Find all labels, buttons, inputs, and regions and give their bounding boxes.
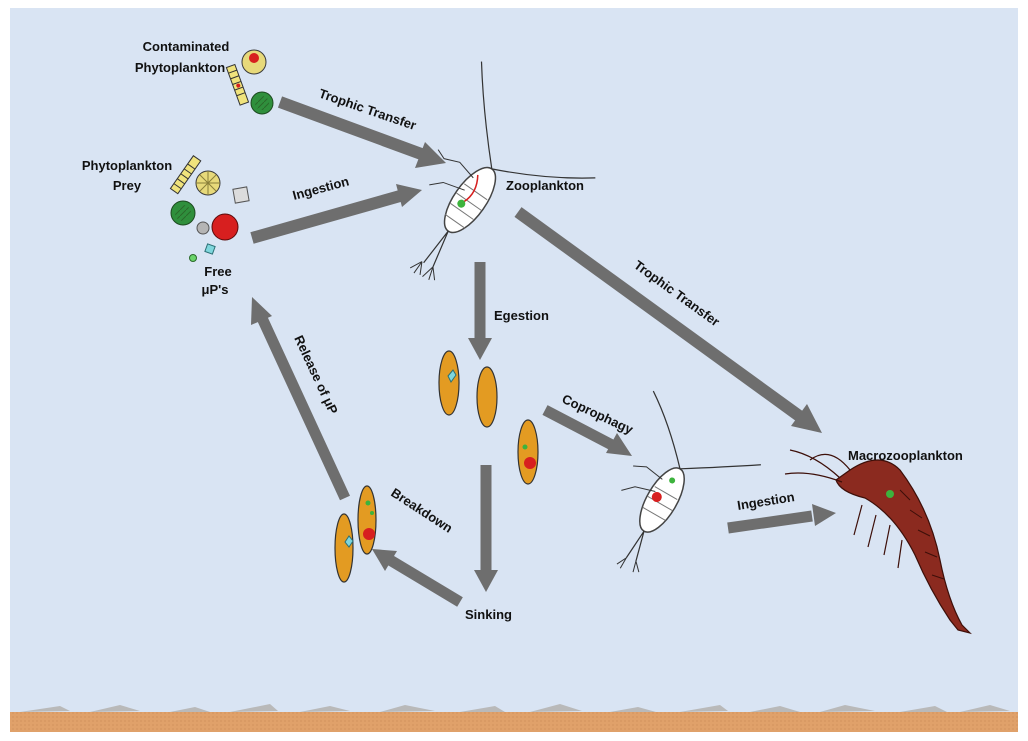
breaking-pellet-1-icon [335, 514, 353, 582]
water-background [10, 8, 1018, 730]
label-sinking: Sinking [465, 607, 512, 622]
fecal-pellet-3-icon [518, 420, 538, 484]
label-phytoplankton-prey-line1: Phytoplankton [82, 158, 172, 173]
label-macrozooplankton: Macrozooplankton [848, 448, 963, 463]
label-free-microplastics-line2: μP's [202, 282, 229, 297]
microplastic-green-bead-icon [190, 255, 197, 262]
label-contaminated-phytoplankton-line1: Contaminated [143, 39, 230, 54]
label-arrow-egestion: Egestion [494, 308, 549, 323]
fecal-pellet-1-icon [439, 351, 459, 415]
microplastic-grey-square-icon [233, 187, 249, 203]
fecal-pellet-2-icon [477, 367, 497, 427]
microplastic-grey-bead-icon [197, 222, 209, 234]
microplastic-red-bead-icon [212, 214, 238, 240]
label-contaminated-phytoplankton-line2: Phytoplankton [135, 60, 225, 75]
label-phytoplankton-prey-line2: Prey [113, 178, 142, 193]
breaking-pellet-2-icon [358, 486, 376, 554]
label-free-microplastics-line1: Free [204, 264, 231, 279]
label-zooplankton: Zooplankton [506, 178, 584, 193]
